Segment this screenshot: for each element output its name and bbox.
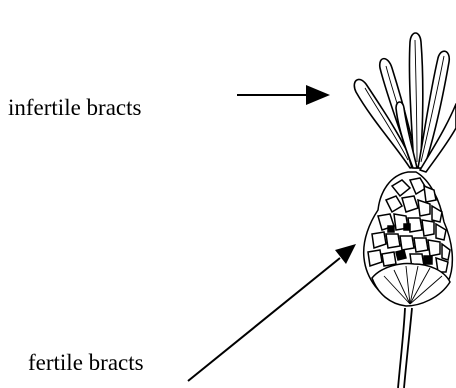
infertile-bracts-arrow: [237, 85, 330, 105]
stem: [398, 308, 412, 388]
fertile-bracts-label: fertile bracts: [28, 351, 144, 374]
fertile-bracts-drawing: [364, 172, 453, 306]
infertile-bracts-drawing: [354, 33, 456, 172]
infertile-bracts-label: infertile bracts: [8, 96, 141, 119]
fertile-bracts-arrow: [188, 244, 356, 381]
